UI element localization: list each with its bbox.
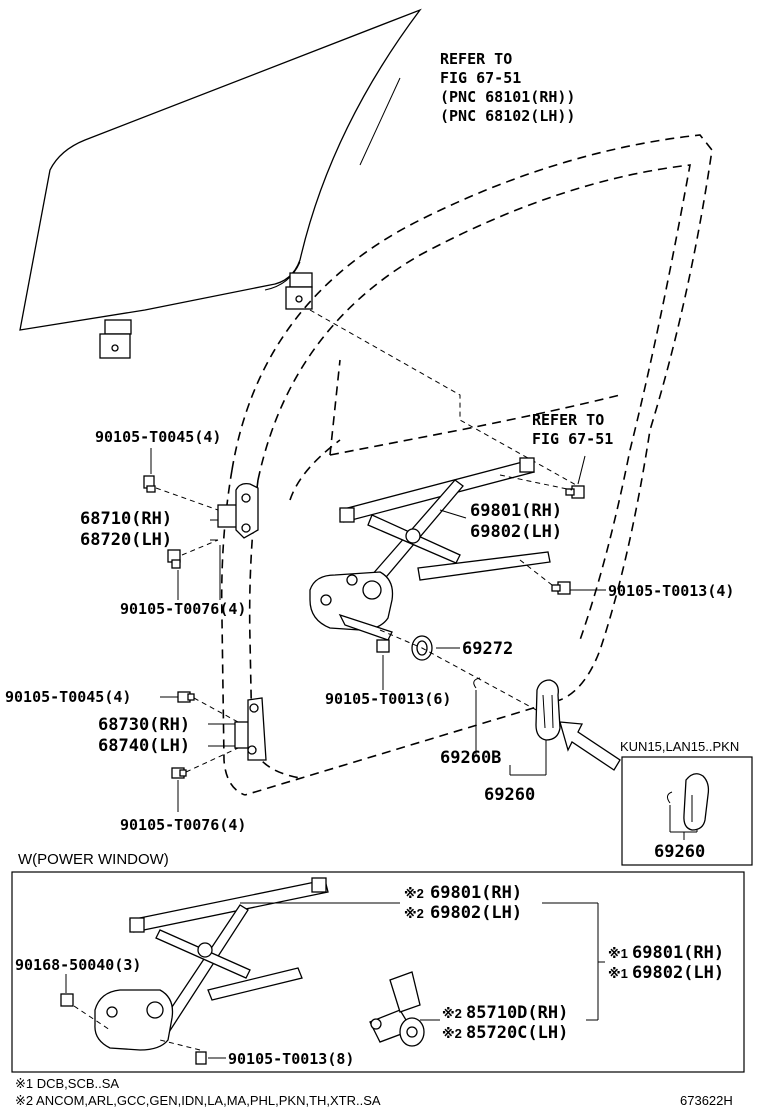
footnote-2: ※2 ANCOM,ARL,GCC,GEN,IDN,LA,MA,PHL,PKN,T…: [15, 1093, 381, 1108]
door-glass: [19, 8, 422, 359]
bolt-icon: [143, 475, 156, 493]
pw-reg-lh: 69802(LH): [430, 903, 522, 923]
bolt-icon: [60, 993, 74, 1007]
power-regulator: [94, 877, 329, 1051]
lower-hinge: [234, 697, 267, 761]
refer-mid-line1: REFER TO: [532, 411, 604, 429]
refer-top-line2: FIG 67-51: [440, 69, 521, 87]
pw-reg-rh: 69801(RH): [430, 883, 522, 903]
bolt-icon: [171, 767, 187, 779]
window-regulator: [309, 457, 551, 641]
pw-reg1-rh: 69801(RH): [632, 943, 724, 963]
label-kun: KUN15,LAN15..PKN: [620, 739, 739, 754]
label-bolt-t0045-upper: 90105-T0045(4): [95, 428, 221, 446]
label-bolt-t0013-pw: 90105-T0013(8): [228, 1050, 354, 1068]
label-bolt-50040: 90168-50040(3): [15, 956, 141, 974]
label-hinge-upper-lh: 68720(LH): [80, 530, 172, 550]
upper-hinge: [217, 482, 259, 539]
figure-code: 673622H: [680, 1093, 733, 1108]
refer-top-line1: REFER TO: [440, 50, 512, 68]
window-crank-handle: [535, 679, 561, 741]
label-handle: 69260: [484, 785, 535, 805]
label-bolt-t0045-lower: 90105-T0045(4): [5, 688, 131, 706]
label-bolt-t0013-lower: 90105-T0013(6): [325, 690, 451, 708]
pw-motor-lh-mark: ※2: [442, 1026, 462, 1041]
pw-motor-rh: 85710D(RH): [466, 1003, 568, 1023]
pw-reg-rh-mark: ※2: [404, 886, 424, 901]
pw-motor-rh-mark: ※2: [442, 1006, 462, 1021]
label-regulator-lh: 69802(LH): [470, 522, 562, 542]
label-seal: 69272: [462, 639, 513, 659]
bolt-icon: [376, 639, 390, 653]
label-bolt-t0076-lower: 90105-T0076(4): [120, 816, 246, 834]
kun-inset-box: [621, 756, 753, 866]
window-crank-handle: [683, 773, 710, 831]
label-kun-handle: 69260: [654, 842, 705, 862]
refer-mid-line2: FIG 67-51: [532, 430, 613, 448]
power-window-title: W(POWER WINDOW): [18, 851, 169, 868]
bolt-icon: [177, 691, 195, 703]
window-motor: [369, 971, 425, 1047]
bolt-icon: [195, 1051, 207, 1065]
refer-top-line4: (PNC 68102(LH)): [440, 107, 575, 125]
label-regulator-rh: 69801(RH): [470, 501, 562, 521]
pw-motor-lh: 85720C(LH): [466, 1023, 568, 1043]
pw-reg1-rh-mark: ※1: [608, 946, 628, 961]
label-handle-sub: 69260B: [440, 748, 501, 768]
power-window-box: [11, 871, 745, 1073]
label-hinge-lower-rh: 68730(RH): [98, 715, 190, 735]
footnote-1: ※1 DCB,SCB..SA: [15, 1076, 119, 1091]
refer-top-line3: (PNC 68101(RH)): [440, 88, 575, 106]
bolt-icon: [551, 581, 571, 595]
arrow-icon: [559, 721, 621, 771]
bolt-icon: [565, 485, 585, 499]
label-hinge-lower-lh: 68740(LH): [98, 736, 190, 756]
pw-reg1-lh: 69802(LH): [632, 963, 724, 983]
label-bolt-t0076-upper: 90105-T0076(4): [120, 600, 246, 618]
bolt-icon: [167, 549, 181, 569]
pw-reg1-lh-mark: ※1: [608, 966, 628, 981]
pw-reg-lh-mark: ※2: [404, 906, 424, 921]
label-hinge-upper-rh: 68710(RH): [80, 509, 172, 529]
label-bolt-t0013-right: 90105-T0013(4): [608, 582, 734, 600]
